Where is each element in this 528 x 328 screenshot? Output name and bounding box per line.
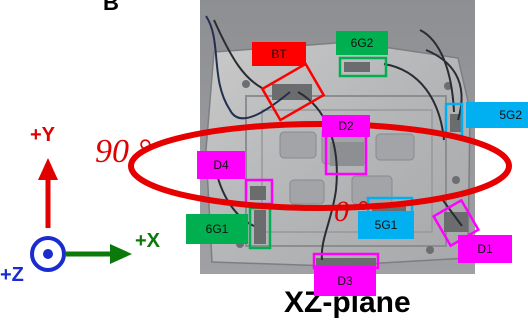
top-label: B (103, 0, 119, 15)
tag-bt: BT (252, 42, 306, 66)
tag-6g1: 6G1 (186, 214, 248, 244)
tag-d1: D1 (458, 235, 512, 263)
tag-5g1: 5G1 (358, 211, 414, 239)
x-axis-arrowhead (110, 244, 132, 264)
axis-indicator (30, 158, 132, 272)
y-axis-label: +Y (30, 124, 56, 146)
rotation-ring (128, 121, 512, 211)
6g2-marker (338, 56, 388, 78)
tag-d2: D2 (322, 115, 370, 137)
tag-d4: D4 (197, 151, 245, 179)
z-axis-label: +Z (0, 264, 24, 286)
angle-90-label: 90 ° (95, 133, 152, 170)
z-axis-ring (30, 236, 66, 272)
bt-marker (260, 62, 326, 122)
tag-5g2: 5G2 (466, 102, 528, 128)
x-axis-label: +X (135, 230, 161, 252)
tag-d3: D3 (314, 266, 376, 296)
tag-6g2: 6G2 (336, 31, 388, 55)
z-axis-dot (43, 249, 53, 259)
y-axis-arrowhead (38, 158, 58, 180)
